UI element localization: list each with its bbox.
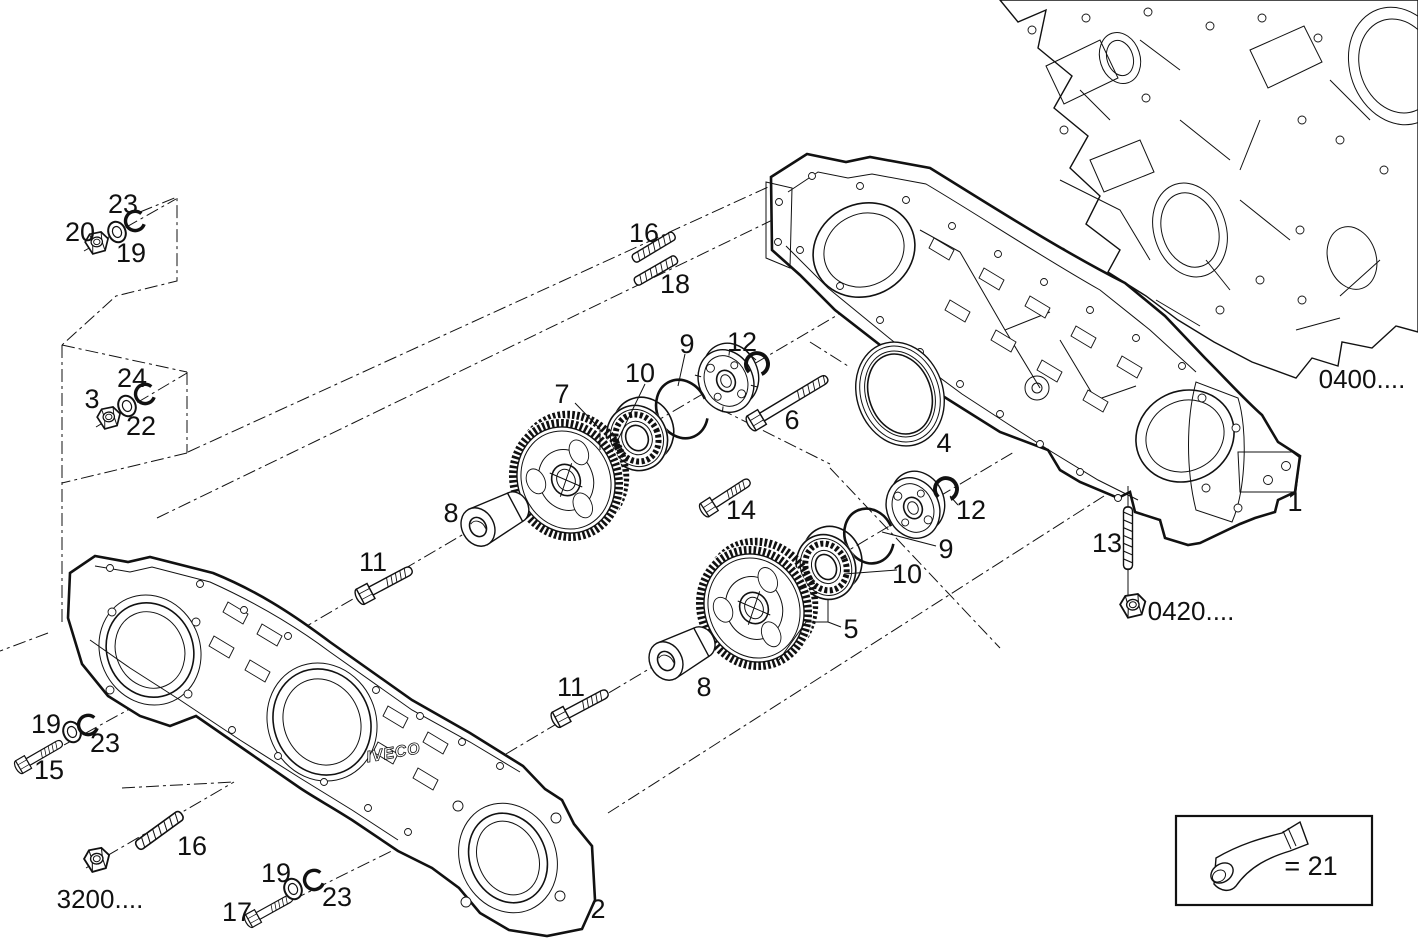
hub-12-upper bbox=[694, 342, 760, 413]
leader-lines bbox=[574, 351, 959, 661]
legend-sealant-label: = 21 bbox=[1284, 851, 1337, 881]
callout-9-a: 9 bbox=[679, 329, 694, 359]
callout-11-a: 11 bbox=[359, 547, 387, 577]
callout-1: 1 bbox=[1287, 487, 1302, 517]
callout-19-c: 19 bbox=[261, 858, 291, 888]
callout-14: 14 bbox=[726, 495, 756, 525]
callout-18: 18 bbox=[660, 269, 690, 299]
spacer-8-lower bbox=[648, 626, 716, 681]
gear-case-lower-slots bbox=[208, 601, 449, 791]
upper-gear-train bbox=[352, 230, 833, 607]
ref-engine-block-0400: 0400.... bbox=[1319, 364, 1406, 394]
callout-2: 2 bbox=[590, 894, 605, 924]
gear-case-lower: IVECO bbox=[66, 554, 597, 938]
callout-15: 15 bbox=[34, 755, 64, 785]
nut-0420 bbox=[1118, 592, 1148, 620]
callout-23-b: 23 bbox=[90, 728, 120, 758]
lower-gear-train bbox=[548, 470, 961, 730]
crankshaft-seal-4 bbox=[855, 341, 945, 447]
callout-23-a: 23 bbox=[108, 189, 138, 219]
callout-22: 22 bbox=[126, 411, 156, 441]
spacer-8-upper bbox=[460, 491, 530, 547]
gear-case-lower-bolt-holes bbox=[106, 564, 504, 836]
gear-5 bbox=[694, 537, 819, 672]
callout-13: 13 bbox=[1092, 528, 1122, 558]
callout-10-a: 10 bbox=[625, 358, 655, 388]
callout-3: 3 bbox=[84, 384, 99, 414]
ref-front-cover-3200: 3200.... bbox=[57, 884, 144, 914]
callout-19-b: 19 bbox=[31, 709, 61, 739]
callout-4: 4 bbox=[936, 428, 951, 458]
hub-12-lower bbox=[885, 470, 946, 539]
stud-13 bbox=[1122, 505, 1134, 571]
gear-7 bbox=[507, 410, 630, 543]
callout-5: 5 bbox=[843, 614, 858, 644]
callout-8-a: 8 bbox=[443, 498, 458, 528]
callout-11-b: 11 bbox=[557, 672, 585, 702]
callout-9-b: 9 bbox=[938, 534, 953, 564]
gear-case-upper-slots bbox=[928, 237, 1143, 413]
callout-19-a: 19 bbox=[116, 238, 146, 268]
callout-23-c: 23 bbox=[322, 882, 352, 912]
callout-24: 24 bbox=[117, 363, 147, 393]
callout-16-b: 16 bbox=[177, 831, 207, 861]
ref-nut-0420: 0420.... bbox=[1148, 596, 1235, 626]
clip-23-c bbox=[300, 866, 326, 894]
callouts: 20 23 19 3 24 22 16 18 7 10 9 12 6 4 14 … bbox=[31, 189, 1405, 927]
nut-3200 bbox=[82, 846, 112, 874]
callout-8-b: 8 bbox=[696, 672, 711, 702]
callout-6: 6 bbox=[784, 405, 799, 435]
callout-7: 7 bbox=[554, 379, 569, 409]
nut-3 bbox=[95, 405, 123, 431]
callout-12-b: 12 bbox=[956, 495, 986, 525]
fastener-group-13-0420 bbox=[1118, 486, 1148, 620]
callout-12-a: 12 bbox=[727, 327, 757, 357]
callout-20: 20 bbox=[65, 217, 95, 247]
callout-17: 17 bbox=[222, 897, 252, 927]
callout-10-b: 10 bbox=[892, 559, 922, 589]
sealant-tube-icon bbox=[1210, 820, 1309, 891]
fastener-group-16-3200 bbox=[82, 809, 186, 874]
legend-box: = 21 bbox=[1174, 814, 1374, 907]
callout-16-a: 16 bbox=[629, 218, 659, 248]
